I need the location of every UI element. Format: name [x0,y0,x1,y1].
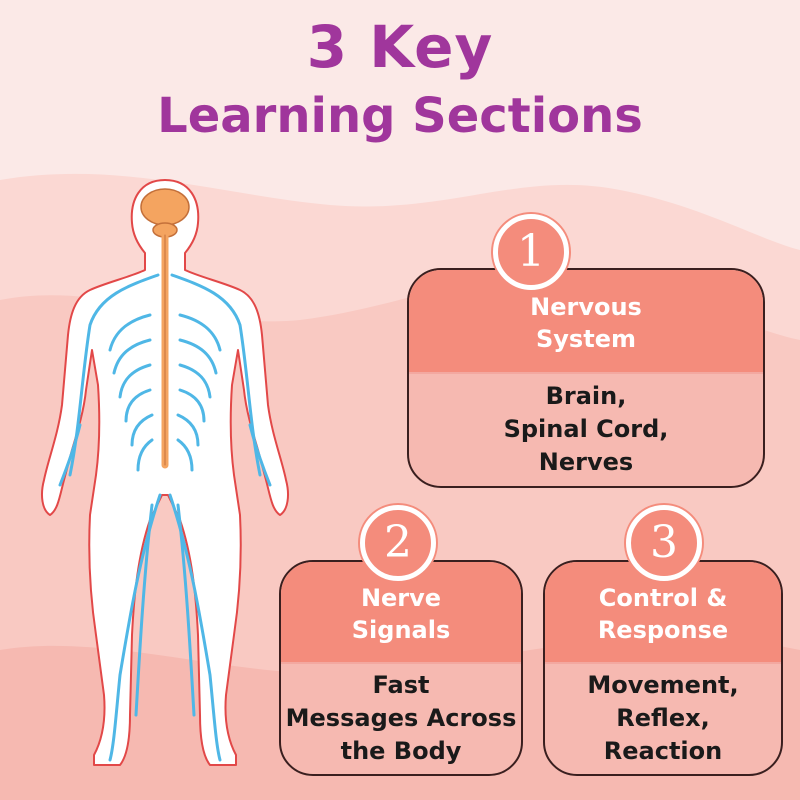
section-3-item-2: Reflex, [616,703,710,732]
title-line-2: Learning Sections [157,88,643,144]
section-card-3: Control & Response Movement, Reflex, Rea… [543,560,783,776]
section-3-item-1: Movement, [587,670,739,699]
section-card-2: Nerve Signals Fast Messages Across the B… [279,560,523,776]
section-3-title-line-1: Control & [598,584,728,612]
section-1-title-line-2: System [536,325,636,353]
section-1-content: Brain, Spinal Cord, Nerves [409,372,763,484]
section-3-item-3: Reaction [603,736,723,765]
section-3-content: Movement, Reflex, Reaction [545,662,781,772]
page-title: 3 Key Learning Sections [0,12,800,146]
section-1-header: Nervous System [409,270,763,372]
section-3-title-line-2: Response [597,616,729,644]
title-line-1: 3 Key [306,13,494,81]
section-2-content: Fast Messages Across the Body [281,662,521,772]
section-card-1: Nervous System Brain, Spinal Cord, Nerve… [407,268,765,488]
nervous-system-human-figure-icon [41,179,289,766]
section-1-item-2: Spinal Cord, [503,414,669,443]
section-2-number-badge: 2 [360,505,436,581]
section-3-number-badge: 3 [626,505,702,581]
section-2-title-line-2: Signals [351,616,451,644]
section-2-item-2: Messages Across [285,703,517,732]
section-1-title-line-1: Nervous [530,293,642,321]
section-2-item-3: the Body [340,736,462,765]
section-1-number-badge: 1 [493,214,569,290]
section-2-item-1: Fast [372,670,430,699]
section-2-title-line-1: Nerve [360,584,442,612]
section-1-item-3: Nerves [538,447,634,476]
section-1-item-1: Brain, [545,381,627,410]
